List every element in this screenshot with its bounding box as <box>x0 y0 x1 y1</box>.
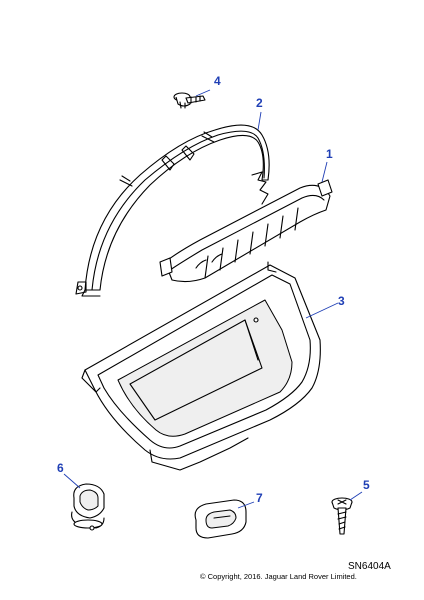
leader-lines <box>63 89 363 509</box>
part-3-tray <box>81 261 321 471</box>
part-1-bezel <box>159 179 333 283</box>
callout-3: 3 <box>338 294 345 308</box>
callout-5: 5 <box>363 478 370 492</box>
part-4-fastener <box>173 92 206 109</box>
callout-4: 4 <box>214 74 221 88</box>
part-7-grommet <box>194 499 247 539</box>
callout-2: 2 <box>256 96 263 110</box>
part-5-screw <box>331 497 353 535</box>
part-2-bracket <box>75 124 270 297</box>
reference-code: SN6404A <box>348 561 391 572</box>
callout-6: 6 <box>57 461 64 475</box>
part-6-clip <box>71 483 105 531</box>
callout-7: 7 <box>256 491 263 505</box>
copyright-notice: © Copyright, 2016. Jaguar Land Rover Lim… <box>200 572 357 581</box>
callout-1: 1 <box>326 147 333 161</box>
